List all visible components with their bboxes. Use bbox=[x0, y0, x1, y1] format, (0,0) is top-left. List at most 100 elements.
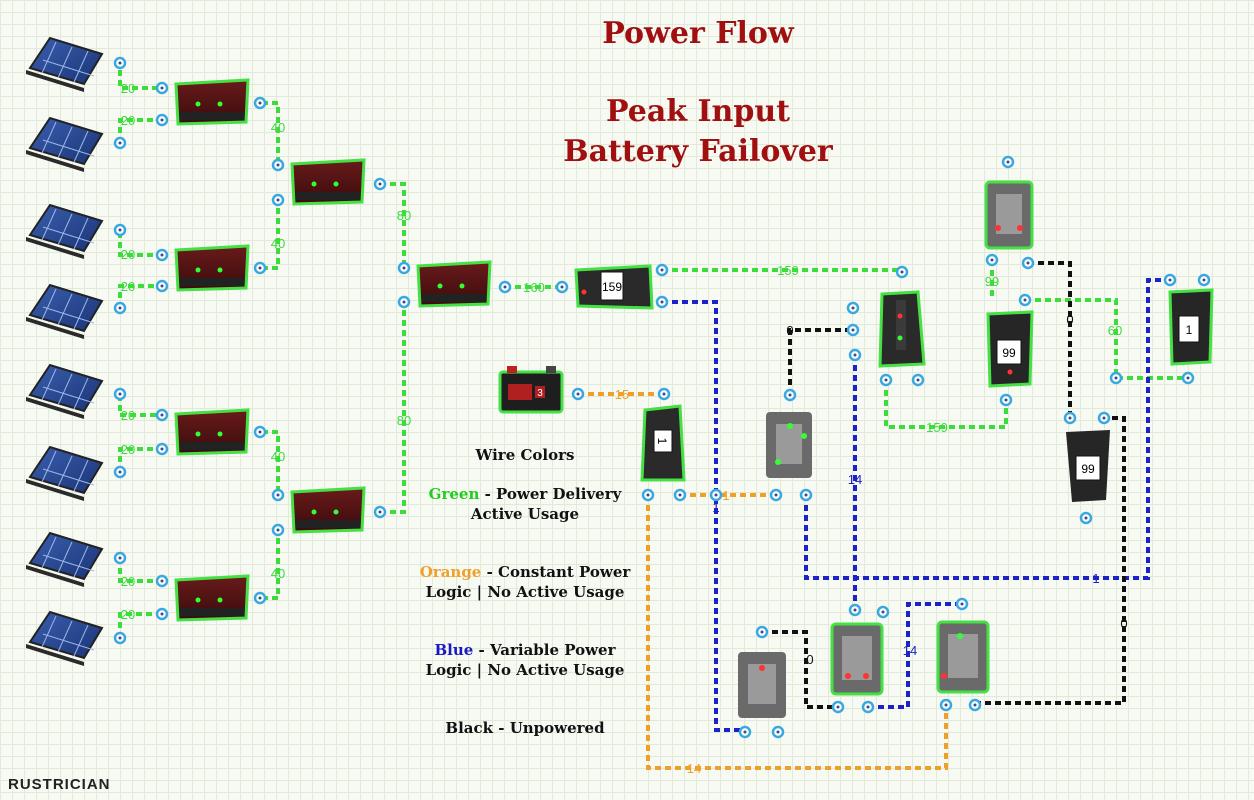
connection-node[interactable] bbox=[1197, 273, 1211, 287]
connection-node[interactable] bbox=[738, 725, 752, 739]
connection-node[interactable] bbox=[113, 301, 127, 315]
connection-node[interactable] bbox=[769, 488, 783, 502]
combiner[interactable] bbox=[174, 574, 250, 622]
splitter-main[interactable]: 159 bbox=[574, 264, 654, 310]
connection-node[interactable] bbox=[113, 223, 127, 237]
connection-node[interactable] bbox=[113, 136, 127, 150]
connection-node[interactable] bbox=[846, 301, 860, 315]
connection-node[interactable] bbox=[673, 488, 687, 502]
switch-right[interactable]: 1 bbox=[1168, 288, 1214, 366]
solar-panel[interactable] bbox=[26, 203, 104, 259]
connection-node[interactable] bbox=[271, 158, 285, 172]
connection-node[interactable] bbox=[709, 488, 723, 502]
connection-node[interactable] bbox=[985, 253, 999, 267]
connection-node[interactable] bbox=[271, 488, 285, 502]
combiner[interactable] bbox=[174, 408, 250, 456]
connection-node[interactable] bbox=[555, 280, 569, 294]
connection-node[interactable] bbox=[155, 574, 169, 588]
connection-node[interactable] bbox=[895, 265, 909, 279]
connection-node[interactable] bbox=[911, 373, 925, 387]
connection-node[interactable] bbox=[1021, 256, 1035, 270]
connection-node[interactable] bbox=[1097, 411, 1111, 425]
connection-node[interactable] bbox=[799, 488, 813, 502]
connection-node[interactable] bbox=[113, 631, 127, 645]
connection-node[interactable] bbox=[1001, 155, 1015, 169]
logic-gate-bottom-left[interactable] bbox=[738, 652, 786, 718]
label-solar-3: 20 bbox=[121, 247, 135, 262]
connection-node[interactable] bbox=[155, 607, 169, 621]
connection-node[interactable] bbox=[113, 56, 127, 70]
label-blue-low: 14 bbox=[903, 643, 917, 658]
battery-top[interactable]: 99 bbox=[986, 310, 1034, 388]
connection-node[interactable] bbox=[113, 387, 127, 401]
connection-node[interactable] bbox=[155, 248, 169, 262]
solar-panel[interactable] bbox=[26, 363, 104, 419]
connection-node[interactable] bbox=[876, 605, 890, 619]
solar-panel[interactable] bbox=[26, 531, 104, 587]
car-battery[interactable]: 3 bbox=[498, 366, 564, 414]
connection-node[interactable] bbox=[373, 177, 387, 191]
connection-node[interactable] bbox=[1063, 411, 1077, 425]
connection-node[interactable] bbox=[655, 295, 669, 309]
connection-node[interactable] bbox=[846, 323, 860, 337]
connection-node[interactable] bbox=[253, 591, 267, 605]
connection-node[interactable] bbox=[879, 373, 893, 387]
connection-node[interactable] bbox=[655, 263, 669, 277]
connection-node[interactable] bbox=[955, 597, 969, 611]
logic-gate-bottom-right[interactable] bbox=[936, 620, 990, 694]
combiner[interactable] bbox=[290, 486, 366, 534]
legend-black: Black - Unpowered bbox=[445, 719, 605, 737]
connection-node[interactable] bbox=[968, 698, 982, 712]
connection-node[interactable] bbox=[657, 387, 671, 401]
connection-node[interactable] bbox=[253, 96, 267, 110]
solar-panel[interactable] bbox=[26, 36, 104, 92]
connection-node[interactable] bbox=[1109, 371, 1123, 385]
connection-node[interactable] bbox=[397, 261, 411, 275]
connection-node[interactable] bbox=[831, 700, 845, 714]
combiner[interactable] bbox=[174, 78, 250, 126]
connection-node[interactable] bbox=[755, 625, 769, 639]
connection-node[interactable] bbox=[1079, 511, 1093, 525]
connection-node[interactable] bbox=[641, 488, 655, 502]
connection-node[interactable] bbox=[1181, 371, 1195, 385]
solar-panel[interactable] bbox=[26, 445, 104, 501]
combiner[interactable] bbox=[290, 158, 366, 206]
wire-blue-low bbox=[868, 602, 962, 709]
connection-node[interactable] bbox=[861, 700, 875, 714]
connection-node[interactable] bbox=[155, 442, 169, 456]
combiner[interactable] bbox=[174, 244, 250, 292]
connection-node[interactable] bbox=[939, 698, 953, 712]
connection-node[interactable] bbox=[155, 279, 169, 293]
splitter-tall[interactable] bbox=[878, 290, 926, 368]
logic-gate-bottom-mid[interactable] bbox=[830, 622, 884, 696]
switch-left[interactable]: 1 bbox=[640, 404, 686, 482]
connection-node[interactable] bbox=[271, 193, 285, 207]
connection-node[interactable] bbox=[397, 295, 411, 309]
solar-panel[interactable] bbox=[26, 116, 104, 172]
connection-node[interactable] bbox=[1018, 293, 1032, 307]
connection-node[interactable] bbox=[848, 348, 862, 362]
connection-node[interactable] bbox=[373, 505, 387, 519]
connection-node[interactable] bbox=[253, 425, 267, 439]
battery-right[interactable]: 99 bbox=[1066, 430, 1110, 502]
connection-node[interactable] bbox=[1163, 273, 1177, 287]
connection-node[interactable] bbox=[783, 388, 797, 402]
solar-panel[interactable] bbox=[26, 283, 104, 339]
connection-node[interactable] bbox=[113, 551, 127, 565]
connection-node[interactable] bbox=[999, 393, 1013, 407]
combiner[interactable] bbox=[416, 260, 492, 308]
connection-node[interactable] bbox=[155, 408, 169, 422]
solar-panel[interactable] bbox=[26, 610, 104, 666]
connection-node[interactable] bbox=[155, 113, 169, 127]
connection-node[interactable] bbox=[571, 387, 585, 401]
logic-gate-mid[interactable] bbox=[766, 412, 812, 478]
connection-node[interactable] bbox=[848, 603, 862, 617]
connection-node[interactable] bbox=[271, 523, 285, 537]
solar-panel-group bbox=[26, 36, 104, 666]
connection-node[interactable] bbox=[155, 81, 169, 95]
connection-node[interactable] bbox=[253, 261, 267, 275]
connection-node[interactable] bbox=[113, 465, 127, 479]
logic-gate-top[interactable] bbox=[984, 180, 1034, 250]
connection-node[interactable] bbox=[498, 280, 512, 294]
connection-node[interactable] bbox=[771, 725, 785, 739]
